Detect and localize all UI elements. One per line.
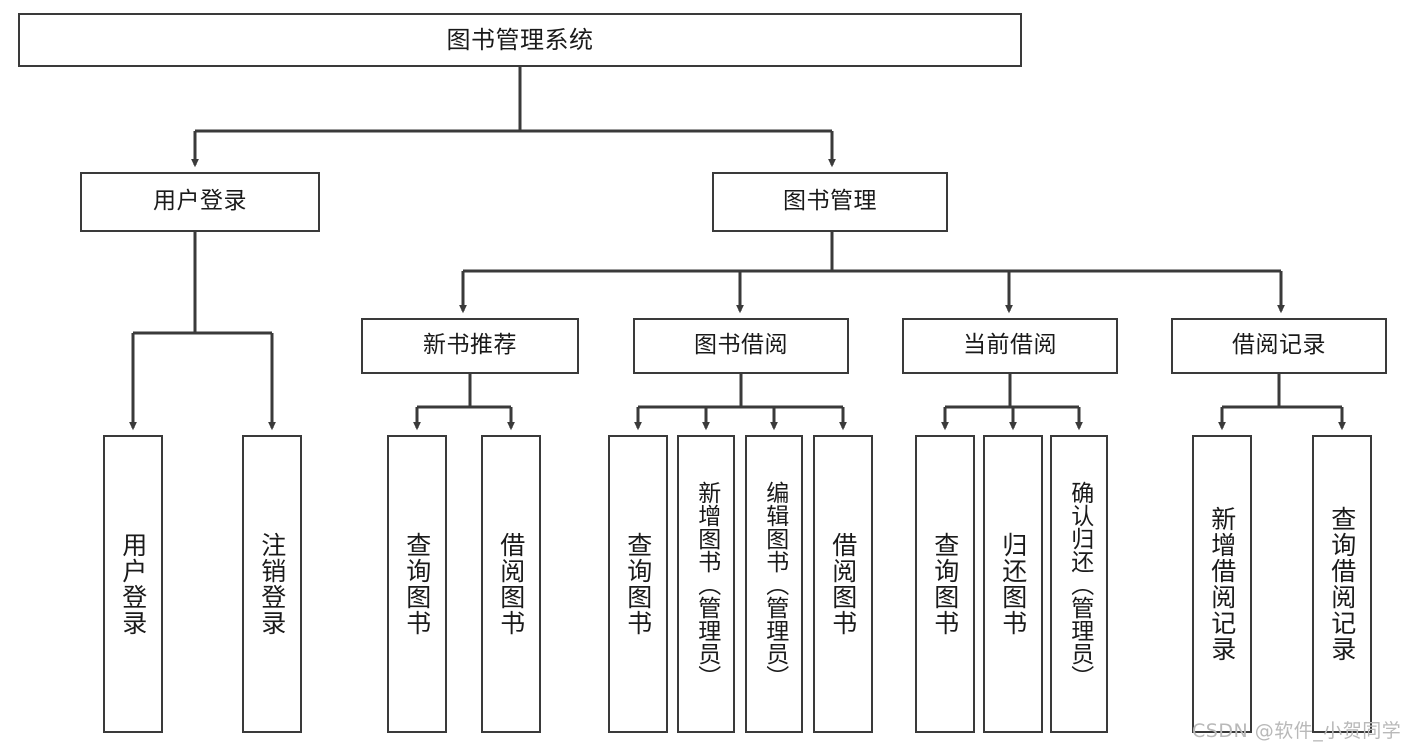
node-leaf-query-book-2[interactable]: 查询图书 <box>608 435 668 733</box>
node-leaf-query-book-3-label: 查询图书 <box>930 532 960 636</box>
node-leaf-return-book[interactable]: 归还图书 <box>983 435 1043 733</box>
node-leaf-query-record[interactable]: 查询借阅记录 <box>1312 435 1372 733</box>
node-leaf-query-record-label: 查询借阅记录 <box>1327 506 1357 662</box>
node-leaf-return-book-label: 归还图书 <box>998 532 1028 636</box>
watermark: CSDN @软件_小贺同学 <box>1192 720 1402 742</box>
node-leaf-add-book-label: 新增图书（管理员） <box>693 480 720 688</box>
node-new-book-recommend-label: 新书推荐 <box>423 332 517 359</box>
node-current-borrow[interactable]: 当前借阅 <box>902 318 1118 374</box>
node-leaf-add-book[interactable]: 新增图书（管理员） <box>677 435 735 733</box>
node-book-management[interactable]: 图书管理 <box>712 172 948 232</box>
node-root[interactable]: 图书管理系统 <box>18 13 1022 67</box>
node-new-book-recommend[interactable]: 新书推荐 <box>361 318 579 374</box>
node-leaf-user-login-label: 用户登录 <box>118 532 148 636</box>
node-leaf-confirm-return[interactable]: 确认归还（管理员） <box>1050 435 1108 733</box>
node-leaf-user-login[interactable]: 用户登录 <box>103 435 163 733</box>
node-leaf-user-logout[interactable]: 注销登录 <box>242 435 302 733</box>
node-user-login-label: 用户登录 <box>153 188 247 215</box>
node-leaf-borrow-book-2[interactable]: 借阅图书 <box>813 435 873 733</box>
node-book-management-label: 图书管理 <box>783 188 877 215</box>
node-leaf-query-book-3[interactable]: 查询图书 <box>915 435 975 733</box>
node-leaf-borrow-book-2-label: 借阅图书 <box>828 532 858 636</box>
node-leaf-borrow-book-1[interactable]: 借阅图书 <box>481 435 541 733</box>
node-current-borrow-label: 当前借阅 <box>963 332 1057 359</box>
node-leaf-query-book-1-label: 查询图书 <box>402 532 432 636</box>
node-root-label: 图书管理系统 <box>446 25 594 54</box>
node-leaf-query-book-1[interactable]: 查询图书 <box>387 435 447 733</box>
node-borrow-records-label: 借阅记录 <box>1232 332 1326 359</box>
node-leaf-user-logout-label: 注销登录 <box>257 532 287 636</box>
node-book-borrow-label: 图书借阅 <box>694 332 788 359</box>
node-leaf-borrow-book-1-label: 借阅图书 <box>496 532 526 636</box>
node-leaf-edit-book[interactable]: 编辑图书（管理员） <box>745 435 803 733</box>
node-leaf-add-record-label: 新增借阅记录 <box>1207 506 1237 662</box>
node-leaf-query-book-2-label: 查询图书 <box>623 532 653 636</box>
node-borrow-records[interactable]: 借阅记录 <box>1171 318 1387 374</box>
node-leaf-confirm-return-label: 确认归还（管理员） <box>1066 480 1093 688</box>
node-user-login[interactable]: 用户登录 <box>80 172 320 232</box>
node-leaf-add-record[interactable]: 新增借阅记录 <box>1192 435 1252 733</box>
node-leaf-edit-book-label: 编辑图书（管理员） <box>761 480 788 688</box>
node-book-borrow[interactable]: 图书借阅 <box>633 318 849 374</box>
